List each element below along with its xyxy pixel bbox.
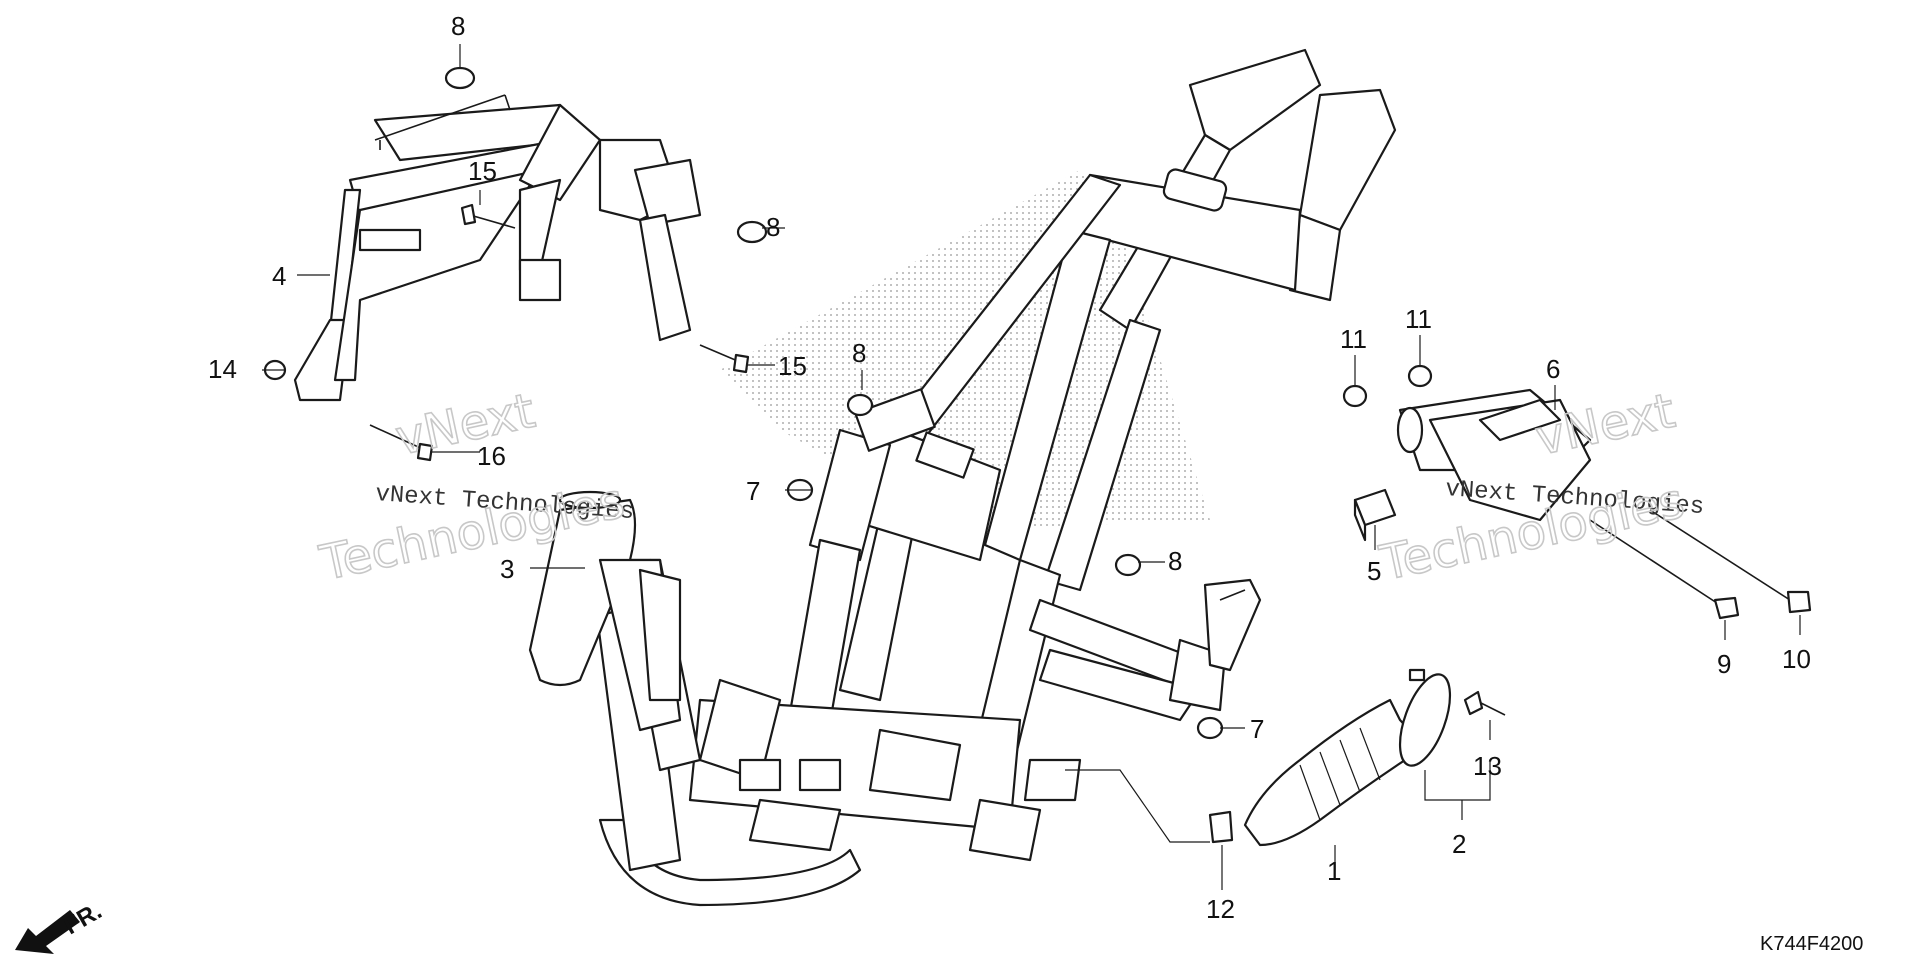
watermark-word-a-right: vNext <box>1531 383 1680 467</box>
callout-16: 16 <box>477 441 506 471</box>
callout-8-top: 8 <box>451 11 465 41</box>
part-16-bolt <box>369 424 434 462</box>
callout-7-center: 7 <box>746 476 760 506</box>
part-2-band-clamp <box>1398 668 1452 767</box>
front-marker-label: FR. <box>60 897 107 940</box>
part-1-rubber-boot <box>1243 698 1413 847</box>
callout-2: 2 <box>1452 829 1466 859</box>
part-12-clip <box>1208 810 1234 844</box>
part-10-bolt <box>1649 509 1812 614</box>
callout-8-right: 8 <box>766 212 780 242</box>
callout-12: 12 <box>1206 894 1235 924</box>
front-direction-marker: FR. <box>15 897 106 954</box>
main-frame-body <box>588 48 1397 907</box>
callout-8-center: 8 <box>852 338 866 368</box>
callout-5: 5 <box>1367 556 1381 586</box>
callout-6: 6 <box>1546 354 1560 384</box>
part-5-rubber-mount <box>1353 488 1397 542</box>
callout-11-left: 11 <box>1340 324 1367 354</box>
part-13-screw <box>1463 690 1506 716</box>
part-7-washer-lower <box>1196 716 1224 740</box>
part-9-bolt <box>1589 519 1740 620</box>
part-6-rear-bracket <box>1396 388 1592 522</box>
callout-10: 10 <box>1782 644 1811 674</box>
callout-3: 3 <box>500 554 514 584</box>
part-3-head-cover <box>528 490 682 732</box>
part-11-nut-left <box>1342 384 1368 408</box>
callout-15-upper: 15 <box>468 156 497 186</box>
callout-9: 9 <box>1717 649 1731 679</box>
part-8-washer-right <box>736 220 768 244</box>
part-8-washer-center <box>846 393 874 417</box>
front-arrow-icon <box>15 910 80 954</box>
callout-14: 14 <box>208 354 237 384</box>
callout-labels: 8 8 8 8 7 7 15 15 16 14 4 3 11 11 6 5 9 … <box>208 11 1811 924</box>
leader-lines <box>262 44 1801 890</box>
callout-7-lower: 7 <box>1250 714 1264 744</box>
watermark-word-a-left: vNext <box>391 383 540 467</box>
diagram-code: K744F4200 <box>1760 933 1863 955</box>
callout-15-lower: 15 <box>778 351 807 381</box>
part-8-washer-top <box>444 66 476 90</box>
part-15-bolt-lower <box>699 344 750 374</box>
callout-11-right: 11 <box>1405 304 1432 334</box>
part-11-nut-right <box>1407 364 1433 388</box>
callout-13: 13 <box>1473 751 1502 781</box>
callout-4: 4 <box>272 261 286 291</box>
callout-1: 1 <box>1327 856 1341 886</box>
part-4-upper-bracket <box>293 94 702 402</box>
callout-8-lower: 8 <box>1168 546 1182 576</box>
part-8-washer-lower <box>1114 553 1142 577</box>
part-15-bolt-upper <box>460 203 516 229</box>
